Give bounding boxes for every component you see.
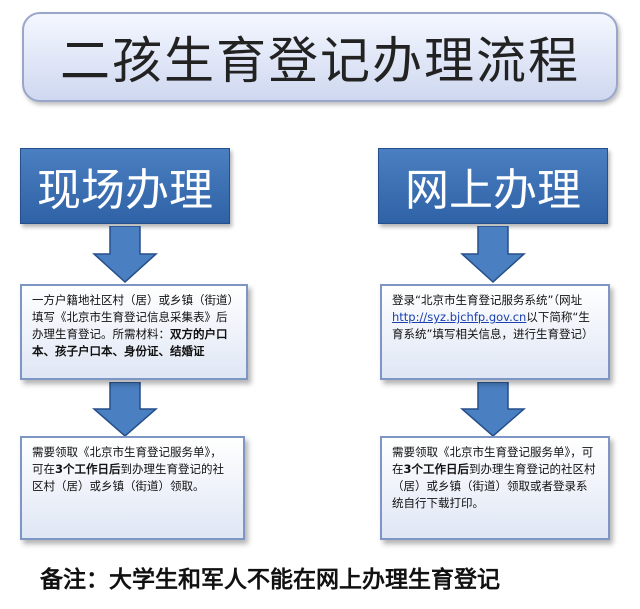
page-title: 二孩生育登记办理流程: [60, 32, 580, 90]
online-step2-text-a: 需要领取《北京市生育登记服务单》，可在: [392, 445, 594, 476]
arrow-down-right-1: [460, 226, 526, 284]
arrow-down-left-1: [92, 226, 158, 284]
onsite-step2-text-b: 到办理生育登记的社区村（居）或乡镇（街道）领取。: [32, 462, 225, 493]
online-step2-box: 需要领取《北京市生育登记服务单》，可在3个工作日后到办理生育登记的社区村（居）或…: [380, 436, 610, 540]
onsite-step2-days: 3个工作日后: [55, 462, 121, 476]
onsite-step2-text-a: 需要领取《北京市生育登记服务单》，可在: [32, 445, 222, 476]
header-onsite: 现场办理: [20, 148, 230, 224]
arrow-down-right-2: [460, 382, 526, 437]
title-banner: 二孩生育登记办理流程: [22, 12, 618, 102]
arrow-down-left-2: [92, 382, 158, 437]
onsite-step2-box: 需要领取《北京市生育登记服务单》，可在3个工作日后到办理生育登记的社区村（居）或…: [20, 436, 245, 540]
online-step2-days: 3个工作日后: [403, 462, 470, 476]
online-system-link[interactable]: http://syz.bjchfp.gov.cn: [392, 310, 527, 324]
header-online: 网上办理: [378, 148, 608, 224]
online-step1-text-a: 登录“北京市生育登记服务系统”（网址: [392, 293, 583, 307]
onsite-step1-materials: 双方的户口本、孩子户口本、身份证、结婚证: [32, 327, 228, 358]
online-step2-text-b: 到办理生育登记的社区村（居）或乡镇（街道）领取或者登录系统自行下载打印。: [392, 462, 596, 510]
online-step1-text-b: 以下简称“生育系统”填写相关信息，进行生育登记）: [392, 310, 594, 341]
footnote: 备注：大学生和军人不能在网上办理生育登记: [40, 567, 500, 593]
online-step1-box: 登录“北京市生育登记服务系统”（网址 http://syz.bjchfp.gov.…: [380, 284, 610, 380]
onsite-step1-box: 一方户籍地社区村（居）或乡镇（街道）填写《北京市生育登记信息采集表》后办理生育登…: [20, 284, 248, 380]
onsite-step1-text: 一方户籍地社区村（居）或乡镇（街道）填写《北京市生育登记信息采集表》后办理生育登…: [32, 293, 234, 341]
